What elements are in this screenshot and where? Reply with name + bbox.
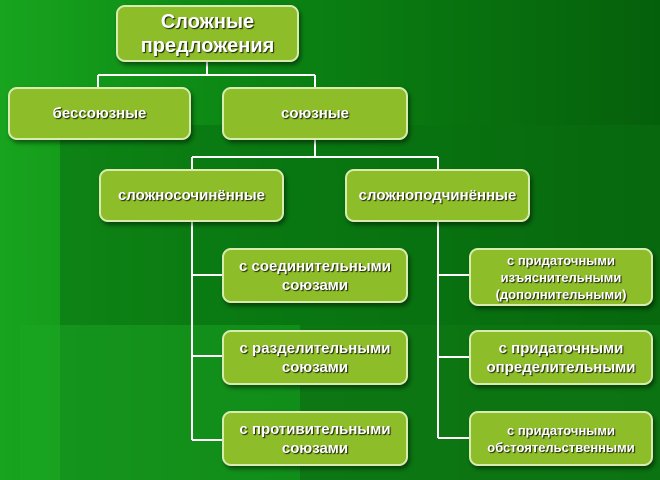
node-complex-explanatory-label: с придаточными изъяснительными (дополнит… (495, 252, 627, 302)
node-nonconjunctive: бессоюзные (8, 87, 191, 140)
node-compound-disjunctive-label: с разделительными союзами (239, 339, 391, 376)
node-complex-explanatory: с придаточными изъяснительными (дополнит… (469, 248, 653, 306)
node-complex-label: сложноподчинённые (358, 187, 517, 204)
root-node-complex-sentences: Сложные предложения (116, 5, 299, 62)
node-compound-adversative: с противительными союзами (222, 411, 408, 466)
node-compound-connective-label: с соединительными союзами (238, 257, 391, 294)
node-compound-adversative-label: с противительными союзами (239, 420, 391, 457)
node-complex-attributive-label: с придаточными определительными (486, 339, 636, 376)
node-compound-disjunctive: с разделительными союзами (222, 330, 408, 385)
node-compound-label: сложносочинённые (117, 187, 266, 204)
node-complex-adverbial-label: с придаточными обстоятельственными (487, 422, 635, 455)
node-compound: сложносочинённые (99, 169, 284, 222)
node-complex-attributive: с придаточными определительными (469, 330, 653, 385)
node-nonconjunctive-label: бессоюзные (52, 105, 147, 122)
node-conjunctive: союзные (222, 87, 408, 140)
node-compound-connective: с соединительными союзами (222, 248, 408, 303)
root-node-label: Сложные предложения (140, 10, 275, 57)
node-conjunctive-label: союзные (281, 105, 349, 122)
node-complex-adverbial: с придаточными обстоятельственными (469, 411, 653, 466)
node-complex: сложноподчинённые (345, 169, 530, 222)
